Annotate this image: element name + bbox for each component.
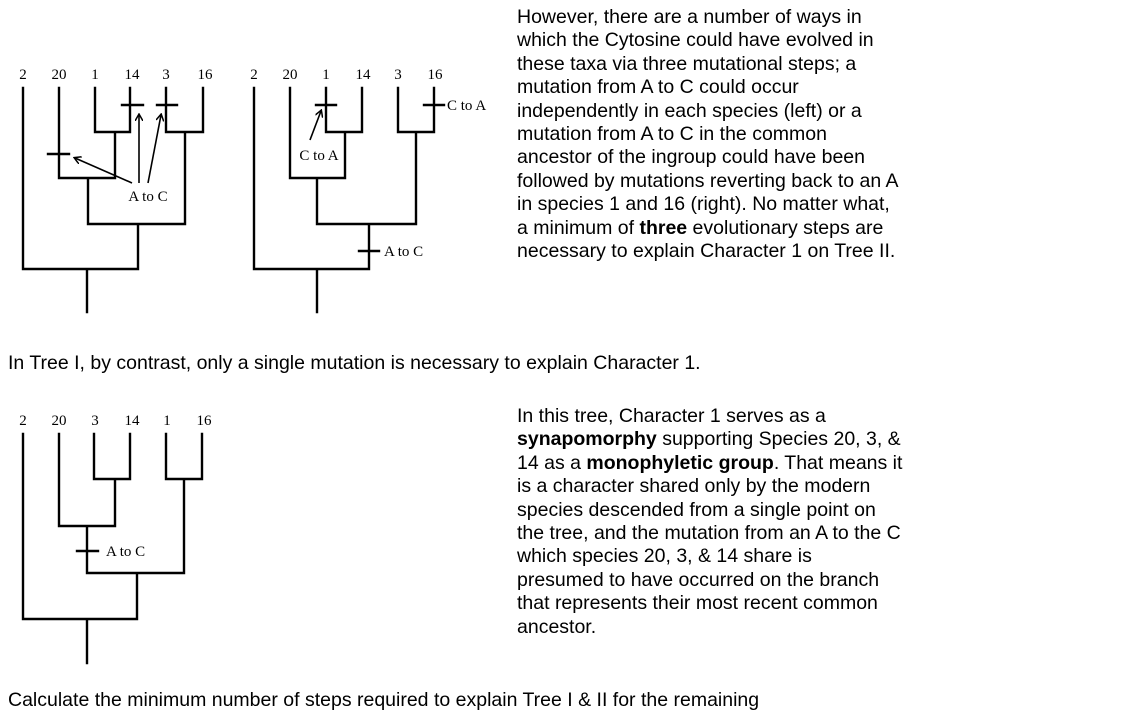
tree-ii-reversal: 2 20 1 14 3 16 C to A C to A A to C xyxy=(250,67,486,314)
paragraph-tree-ii-explanation: However, there are a number of ways in w… xyxy=(517,6,1117,263)
text-line: However, there are a number of ways in xyxy=(517,6,862,28)
tree-branches xyxy=(252,86,436,314)
tip-label: 16 xyxy=(198,67,214,83)
reversal-label: C to A xyxy=(299,148,338,164)
tip-label: 1 xyxy=(91,67,99,83)
text-line: in species 1 and 16 (right). No matter w… xyxy=(517,193,890,216)
text-line: independently in each species (left) or … xyxy=(517,99,862,122)
arrow xyxy=(309,111,321,141)
text-line: species descended from a single point on xyxy=(517,498,876,521)
mutation-label: A to C xyxy=(106,544,145,560)
text-line: presumed to have occurred on the branch xyxy=(517,568,880,591)
text-line: necessary to explain Character 1 on Tree… xyxy=(517,240,896,263)
tip-label: 1 xyxy=(163,413,171,429)
reversal-label: C to A xyxy=(447,98,486,114)
tip-label: 2 xyxy=(250,67,258,83)
emphasis: three xyxy=(639,216,688,239)
term-monophyletic-group: monophyletic group xyxy=(586,451,774,474)
tree-branches xyxy=(21,86,205,314)
text-line: is a character shared only by the modern xyxy=(517,475,871,498)
arrow xyxy=(147,115,161,184)
tip-label: 14 xyxy=(356,67,372,83)
text-line: a minimum of three evolutionary steps ar… xyxy=(517,217,1117,240)
text-line: 14 as a monophyletic group. That means i… xyxy=(517,452,1117,475)
tip-label: 14 xyxy=(125,413,141,429)
tree-i: 2 20 3 14 1 16 A to C xyxy=(19,413,213,665)
mutation-tick xyxy=(314,103,446,253)
text: . That means it xyxy=(773,451,903,474)
text: a minimum of xyxy=(517,216,640,239)
text-line: ancestor. xyxy=(517,615,597,638)
tip-label: 2 xyxy=(19,413,27,429)
text-line: mutation from A to C could occur xyxy=(517,76,799,99)
tip-label: 20 xyxy=(52,413,67,429)
tip-label: 3 xyxy=(162,67,170,83)
text-line: ancestor of the ingroup could have been xyxy=(517,146,866,169)
tip-label: 20 xyxy=(283,67,298,83)
tip-label: 14 xyxy=(125,67,141,83)
term-synapomorphy: synapomorphy xyxy=(517,428,657,451)
tip-label: 16 xyxy=(428,67,444,83)
tip-label: 1 xyxy=(322,67,330,83)
middle-sentence: In Tree I, by contrast, only a single mu… xyxy=(8,352,701,374)
tip-label: 3 xyxy=(394,67,402,83)
text-line: which the Cytosine could have evolved in xyxy=(517,29,874,52)
text-line: In this tree, Character 1 serves as a xyxy=(517,405,826,427)
text-line: which species 20, 3, & 14 share is xyxy=(517,545,812,568)
tip-label: 16 xyxy=(197,413,213,429)
bottom-clipped-line: Calculate the minimum number of steps re… xyxy=(8,689,760,711)
text-line: mutation from A to C in the common xyxy=(517,123,827,146)
mutation-label: A to C xyxy=(384,244,423,260)
text: supporting Species 20, 3, & xyxy=(656,428,901,451)
arrow xyxy=(75,158,133,184)
text-line: followed by mutations reverting back to … xyxy=(517,169,899,192)
paragraph-tree-i-explanation: In this tree, Character 1 serves as a sy… xyxy=(517,405,1117,639)
tree-ii-independent: 2 20 1 14 3 16 A to C xyxy=(19,67,214,314)
text-line: synapomorphy supporting Species 20, 3, & xyxy=(517,428,1117,451)
mutation-label: A to C xyxy=(128,189,167,205)
text-line: that represents their most recent common xyxy=(517,592,878,615)
text-line: these taxa via three mutational steps; a xyxy=(517,52,857,75)
tree-branches xyxy=(21,432,204,665)
text-line: the tree, and the mutation from an A to … xyxy=(517,522,901,545)
tip-label: 20 xyxy=(52,67,67,83)
tip-label: 3 xyxy=(91,413,99,429)
text: evolutionary steps are xyxy=(687,216,884,239)
tip-label: 2 xyxy=(19,67,27,83)
mutation-tick xyxy=(46,103,179,156)
text: 14 as a xyxy=(517,451,587,474)
